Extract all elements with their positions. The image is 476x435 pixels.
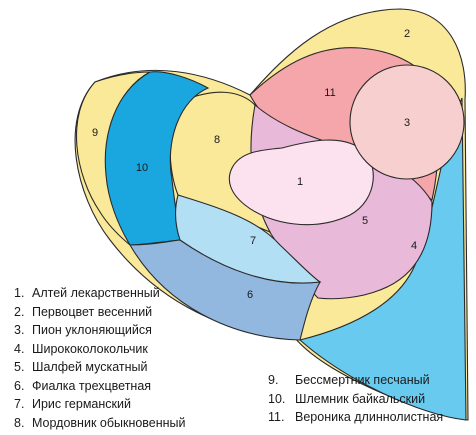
legend-item: 7. Ирис германский (14, 395, 186, 414)
zone-7 (175, 194, 322, 284)
legend-name: Первоцвет весенний (32, 304, 153, 319)
zone-label-6: 6 (247, 289, 253, 301)
legend-number: 3. (14, 323, 25, 337)
legend-number: 5. (14, 360, 25, 374)
legend-item: 4. Ширококолокольчик (14, 340, 186, 359)
zone-label-7: 7 (250, 235, 256, 247)
legend-left: 1. Алтей лекарственный 2. Первоцвет весенн… (14, 284, 186, 432)
legend-number: 8. (14, 415, 25, 430)
legend-item: 10. Шлемник байкальский (268, 390, 443, 409)
legend-item: 3. Пион уклоняющийся (14, 321, 186, 340)
legend-number: 10. (268, 391, 286, 406)
zone-label-4: 4 (411, 240, 417, 252)
zone-label-11: 11 (324, 87, 335, 99)
legend-number: 11. (268, 410, 285, 424)
zone-label-10: 10 (136, 162, 148, 174)
legend-name: Алтей лекарственный (32, 286, 160, 300)
legend-number: 2. (14, 304, 25, 319)
legend-item: 6. Фиалка трехцветная (14, 377, 186, 396)
zone-label-5: 5 (362, 215, 368, 227)
zone-4 (298, 97, 467, 421)
legend-name: Ирис германский (32, 397, 131, 411)
legend-name: Ширококолокольчик (32, 341, 148, 356)
legend-item: 8. Мордовник обыкновенный (14, 414, 186, 433)
zone-1 (228, 139, 374, 226)
legend-right: 9. Бессмертник песчаный 10. Шлемник байкал… (268, 371, 443, 427)
legend-name: Шалфей мускатный (32, 360, 148, 374)
legend-number: 6. (14, 378, 25, 393)
legend-name: Фиалка трехцветная (32, 378, 152, 393)
zone-label-1: 1 (297, 176, 303, 188)
legend-number: 1. (14, 286, 25, 300)
legend-name: Вероника длиннолистная (295, 410, 444, 424)
zone-label-3: 3 (404, 117, 410, 129)
legend-item: 11. Вероника длиннолистная (268, 408, 443, 427)
legend-name: Мордовник обыкновенный (32, 415, 186, 430)
legend-name: Шлемник байкальский (295, 391, 426, 406)
legend-number: 7. (14, 397, 25, 411)
legend-item: 2. Первоцвет весенний (14, 303, 186, 322)
zone-label-2: 2 (404, 28, 410, 40)
legend-item: 5. Шалфей мускатный (14, 358, 186, 377)
legend-number: 4. (14, 341, 25, 356)
legend-name: Бессмертник песчаный (295, 373, 430, 387)
zone-label-9: 9 (92, 127, 98, 139)
legend-item: 1. Алтей лекарственный (14, 284, 186, 303)
legend-item: 9. Бессмертник песчаный (268, 371, 443, 390)
zone-3 (349, 64, 465, 180)
legend-name: Пион уклоняющийся (32, 323, 152, 337)
zone-label-8: 8 (214, 134, 220, 146)
legend-number: 9. (268, 373, 279, 387)
